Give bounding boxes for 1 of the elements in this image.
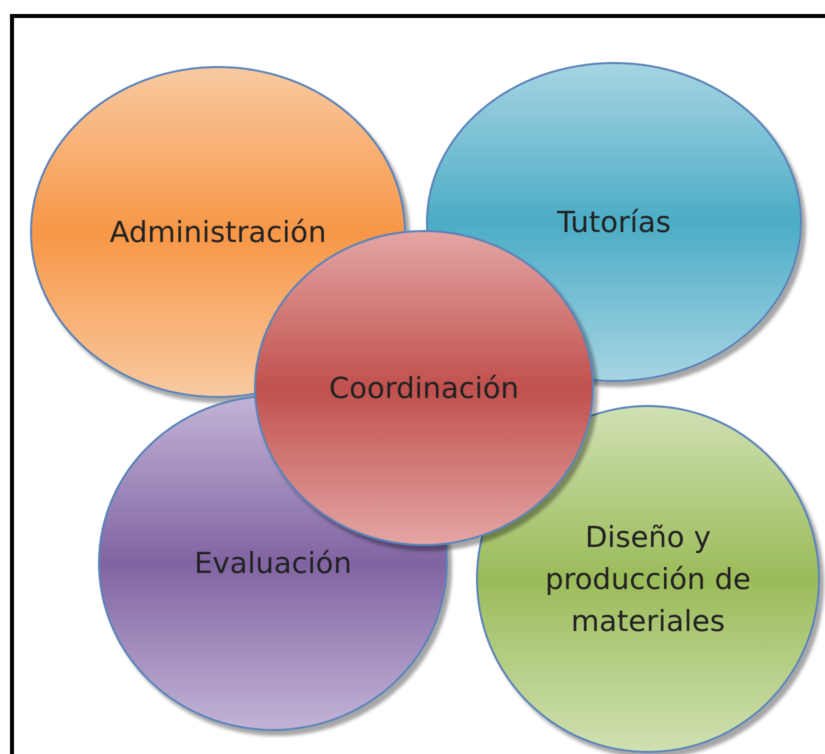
ellipse: Diseño y producción de materiales — [476, 405, 820, 753]
